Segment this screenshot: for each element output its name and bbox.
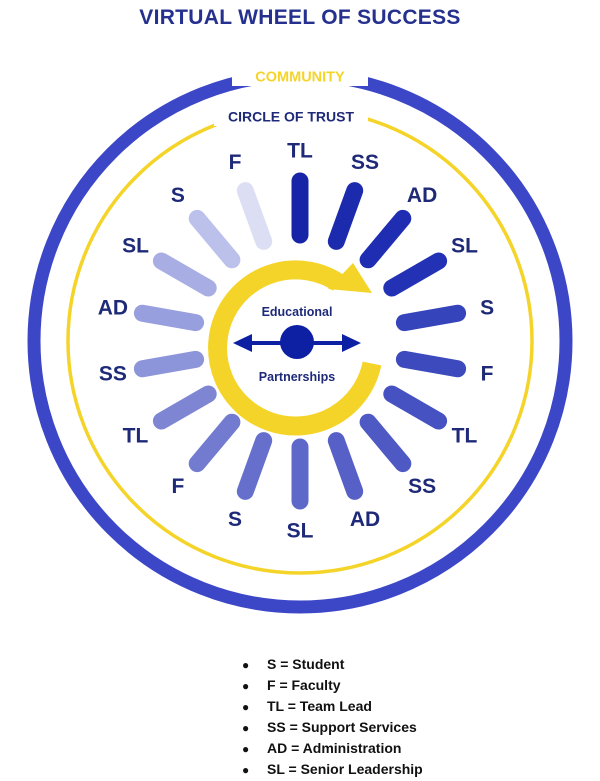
spoke-label: SS [99, 363, 127, 386]
bullet-icon: ● [242, 700, 250, 714]
bullet-icon: ● [242, 742, 250, 756]
double-arrow-left-head [233, 334, 252, 352]
spoke-label: SS [408, 475, 436, 498]
spoke-label: AD [350, 508, 380, 531]
double-arrow-right-head [342, 334, 361, 352]
circle-of-trust-label-bg [214, 106, 368, 126]
spoke [236, 182, 273, 250]
legend-text: SL = Senior Leadership [267, 761, 423, 777]
spoke [395, 350, 467, 378]
legend-item: ● TL = Team Lead [242, 696, 423, 717]
legend-item: ● AD = Administration [242, 738, 423, 759]
spoke [383, 252, 448, 297]
center-dot [280, 325, 314, 359]
legend-item: ● S = Student [242, 654, 423, 675]
spoke-label: F [481, 363, 494, 386]
spoke [152, 385, 217, 430]
spoke [152, 252, 217, 297]
circle-of-trust-label: CIRCLE OF TRUST [228, 109, 354, 125]
community-label-bg [232, 66, 368, 86]
spoke-label: SS [351, 151, 379, 174]
center-top-label: Educational [262, 305, 333, 319]
legend-text: AD = Administration [267, 740, 402, 756]
spoke [327, 182, 364, 250]
spoke-label: F [171, 475, 184, 498]
legend-text: SS = Support Services [267, 719, 417, 735]
spoke [383, 385, 448, 430]
spoke-label: SL [287, 520, 314, 543]
legend-item: ● SS = Support Services [242, 717, 423, 738]
legend-text: S = Student [267, 656, 345, 672]
legend-item: ● F = Faculty [242, 675, 423, 696]
spoke-label: S [171, 184, 185, 207]
bullet-icon: ● [242, 721, 250, 735]
spoke-label: F [229, 151, 242, 174]
legend-text: F = Faculty [267, 677, 341, 693]
spoke-label: S [228, 508, 242, 531]
center-bottom-label: Partnerships [259, 370, 335, 384]
spoke-label: AD [407, 184, 437, 207]
spoke-label: SL [451, 235, 478, 258]
legend-text: TL = Team Lead [267, 698, 372, 714]
spoke [188, 209, 241, 269]
spoke-label: S [480, 297, 494, 320]
spoke-label: TL [287, 140, 313, 163]
legend: ● S = Student ● F = Faculty ● TL = Team Lea… [242, 654, 423, 780]
cycle-arrowhead [328, 263, 372, 293]
spoke-label: SL [122, 235, 149, 258]
spoke-label: TL [452, 425, 478, 448]
spoke [395, 304, 467, 332]
spoke [188, 413, 241, 473]
bullet-icon: ● [242, 658, 250, 672]
bullet-icon: ● [242, 679, 250, 693]
spokes-group: TL SS AD SL S F TL SS AD SL S F TL SS AD SL S F [98, 140, 494, 543]
bullet-icon: ● [242, 763, 250, 777]
spoke [133, 350, 205, 378]
community-label: COMMUNITY [255, 70, 345, 86]
spoke [236, 432, 273, 500]
spoke [359, 413, 412, 473]
cycle-arrow-arc [208, 260, 382, 436]
spoke [327, 432, 364, 500]
page-title: VIRTUAL WHEEL OF SUCCESS [139, 6, 461, 29]
spoke-label: AD [98, 297, 128, 320]
legend-item: ● SL = Senior Leadership [242, 759, 423, 780]
spoke-label: TL [123, 425, 149, 448]
spoke [133, 304, 205, 332]
spoke [359, 209, 412, 269]
